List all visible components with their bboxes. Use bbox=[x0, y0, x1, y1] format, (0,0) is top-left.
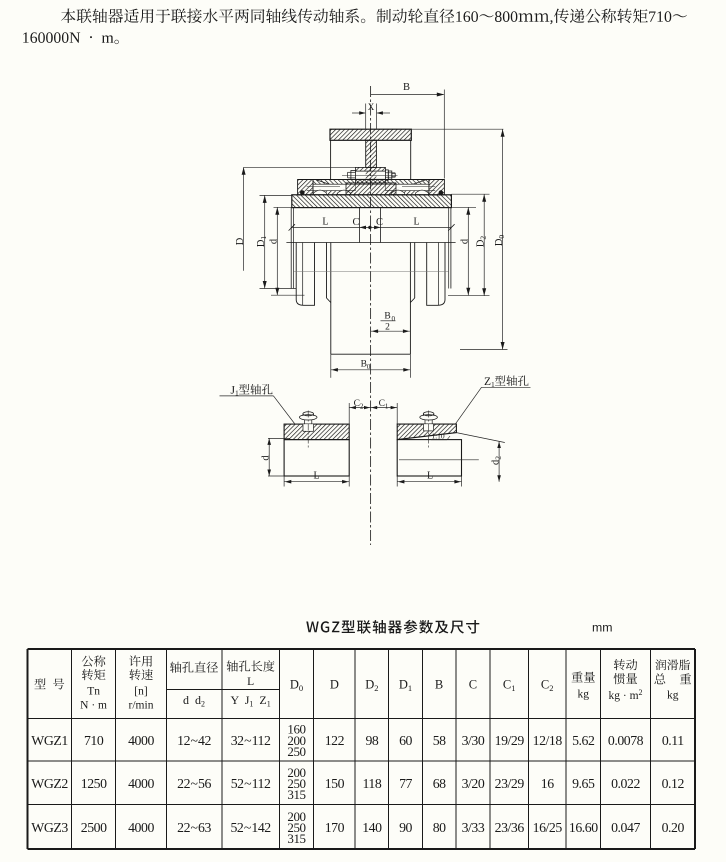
svg-text:B: B bbox=[403, 82, 410, 93]
svg-text:D: D bbox=[235, 237, 246, 245]
svg-text:C: C bbox=[352, 217, 359, 228]
svg-text:12/18: 12/18 bbox=[533, 733, 563, 748]
svg-text:90: 90 bbox=[399, 820, 412, 835]
svg-text:C: C bbox=[376, 217, 383, 228]
svg-text:1250: 1250 bbox=[81, 776, 107, 791]
svg-text:16/25: 16/25 bbox=[533, 820, 563, 835]
svg-text:200: 200 bbox=[287, 809, 305, 824]
svg-text:D1: D1 bbox=[256, 236, 268, 248]
svg-text:150: 150 bbox=[325, 776, 345, 791]
svg-text:9.65: 9.65 bbox=[572, 776, 595, 791]
svg-text:N · m: N · m bbox=[80, 700, 107, 712]
svg-text:B: B bbox=[435, 678, 443, 692]
svg-text:Y J1 Z1: Y J1 Z1 bbox=[230, 693, 270, 709]
svg-text:23/29: 23/29 bbox=[495, 776, 525, 791]
svg-text:12~42: 12~42 bbox=[177, 733, 211, 748]
svg-text:C2: C2 bbox=[541, 678, 554, 694]
svg-text:r/min: r/min bbox=[129, 700, 154, 712]
svg-text:2: 2 bbox=[385, 322, 390, 332]
svg-text:200: 200 bbox=[287, 733, 305, 748]
svg-text:D1: D1 bbox=[399, 678, 412, 694]
svg-text:16.60: 16.60 bbox=[569, 820, 598, 835]
svg-text:C1: C1 bbox=[503, 678, 516, 694]
svg-text:WGZ2: WGZ2 bbox=[31, 776, 68, 791]
svg-text:D0: D0 bbox=[290, 678, 303, 694]
svg-text:3/20: 3/20 bbox=[462, 776, 485, 791]
svg-text:B0: B0 bbox=[361, 360, 371, 372]
svg-text:D: D bbox=[330, 678, 339, 692]
svg-text:kg: kg bbox=[578, 689, 590, 701]
svg-text:WGZ1: WGZ1 bbox=[31, 733, 68, 748]
svg-text:315: 315 bbox=[287, 831, 305, 846]
svg-text:kg · m2: kg · m2 bbox=[608, 688, 642, 702]
svg-text:C: C bbox=[469, 678, 477, 692]
svg-text:118: 118 bbox=[362, 776, 381, 791]
svg-text:0.11: 0.11 bbox=[662, 733, 684, 748]
svg-text:WGZ3: WGZ3 bbox=[31, 820, 68, 835]
svg-text:3/33: 3/33 bbox=[462, 820, 485, 835]
svg-text:19/29: 19/29 bbox=[495, 733, 525, 748]
svg-text:kg: kg bbox=[667, 690, 679, 702]
svg-text:5.62: 5.62 bbox=[572, 733, 595, 748]
svg-text:4000: 4000 bbox=[128, 733, 154, 748]
svg-text:2500: 2500 bbox=[81, 820, 107, 835]
svg-text:4000: 4000 bbox=[128, 776, 154, 791]
svg-text:0.022: 0.022 bbox=[611, 776, 640, 791]
svg-text:52~142: 52~142 bbox=[230, 820, 271, 835]
svg-text:d: d bbox=[460, 238, 471, 244]
svg-text:D2: D2 bbox=[365, 678, 378, 694]
svg-text:22~56: 22~56 bbox=[177, 776, 211, 791]
svg-text:52~112: 52~112 bbox=[231, 776, 271, 791]
svg-text:d2: d2 bbox=[491, 456, 503, 465]
svg-text:122: 122 bbox=[325, 733, 345, 748]
svg-text:22~63: 22~63 bbox=[177, 820, 211, 835]
svg-text:[n]: [n] bbox=[134, 686, 147, 698]
svg-text:160: 160 bbox=[287, 722, 305, 737]
svg-text:L: L bbox=[427, 471, 433, 482]
svg-text:77: 77 bbox=[399, 776, 412, 791]
svg-text:C2: C2 bbox=[354, 399, 364, 411]
svg-text:4000: 4000 bbox=[128, 820, 154, 835]
svg-text:170: 170 bbox=[325, 820, 345, 835]
svg-text:D0: D0 bbox=[494, 235, 506, 247]
svg-text:98: 98 bbox=[365, 733, 378, 748]
svg-text:0.12: 0.12 bbox=[662, 776, 685, 791]
svg-text:16: 16 bbox=[541, 776, 554, 791]
svg-text:1: 1 bbox=[491, 380, 495, 389]
svg-text:d: d bbox=[261, 455, 272, 461]
svg-text:80: 80 bbox=[433, 820, 446, 835]
svg-text:X: X bbox=[368, 102, 375, 112]
svg-text:L: L bbox=[322, 216, 328, 227]
svg-text:68: 68 bbox=[433, 776, 446, 791]
svg-text:L: L bbox=[313, 471, 319, 482]
svg-text:0.047: 0.047 bbox=[611, 820, 640, 835]
svg-text:C1: C1 bbox=[379, 399, 389, 411]
svg-text:1:10: 1:10 bbox=[431, 431, 445, 440]
svg-text:D2: D2 bbox=[476, 236, 488, 248]
svg-text:B: B bbox=[384, 312, 390, 322]
svg-text:0.0078: 0.0078 bbox=[608, 733, 644, 748]
svg-text:250: 250 bbox=[287, 820, 305, 835]
svg-text:60: 60 bbox=[399, 733, 412, 748]
svg-text:3/30: 3/30 bbox=[462, 733, 485, 748]
svg-text:mm: mm bbox=[592, 620, 613, 634]
svg-text:Tn: Tn bbox=[87, 686, 100, 698]
svg-text:0: 0 bbox=[392, 315, 396, 323]
svg-text:d: d bbox=[269, 238, 280, 244]
svg-text:250: 250 bbox=[287, 744, 305, 759]
svg-text:d d2: d d2 bbox=[183, 693, 205, 709]
svg-text:32~112: 32~112 bbox=[231, 733, 271, 748]
svg-text:250: 250 bbox=[287, 776, 305, 791]
svg-text:0.20: 0.20 bbox=[662, 820, 685, 835]
svg-text:710: 710 bbox=[84, 733, 104, 748]
svg-text:315: 315 bbox=[287, 787, 305, 802]
svg-text:L: L bbox=[247, 676, 254, 688]
svg-text:1: 1 bbox=[235, 389, 239, 398]
svg-text:23/36: 23/36 bbox=[495, 820, 525, 835]
svg-text:L: L bbox=[413, 216, 419, 227]
svg-text:58: 58 bbox=[433, 733, 446, 748]
svg-text:200: 200 bbox=[287, 765, 305, 780]
svg-text:140: 140 bbox=[362, 820, 382, 835]
